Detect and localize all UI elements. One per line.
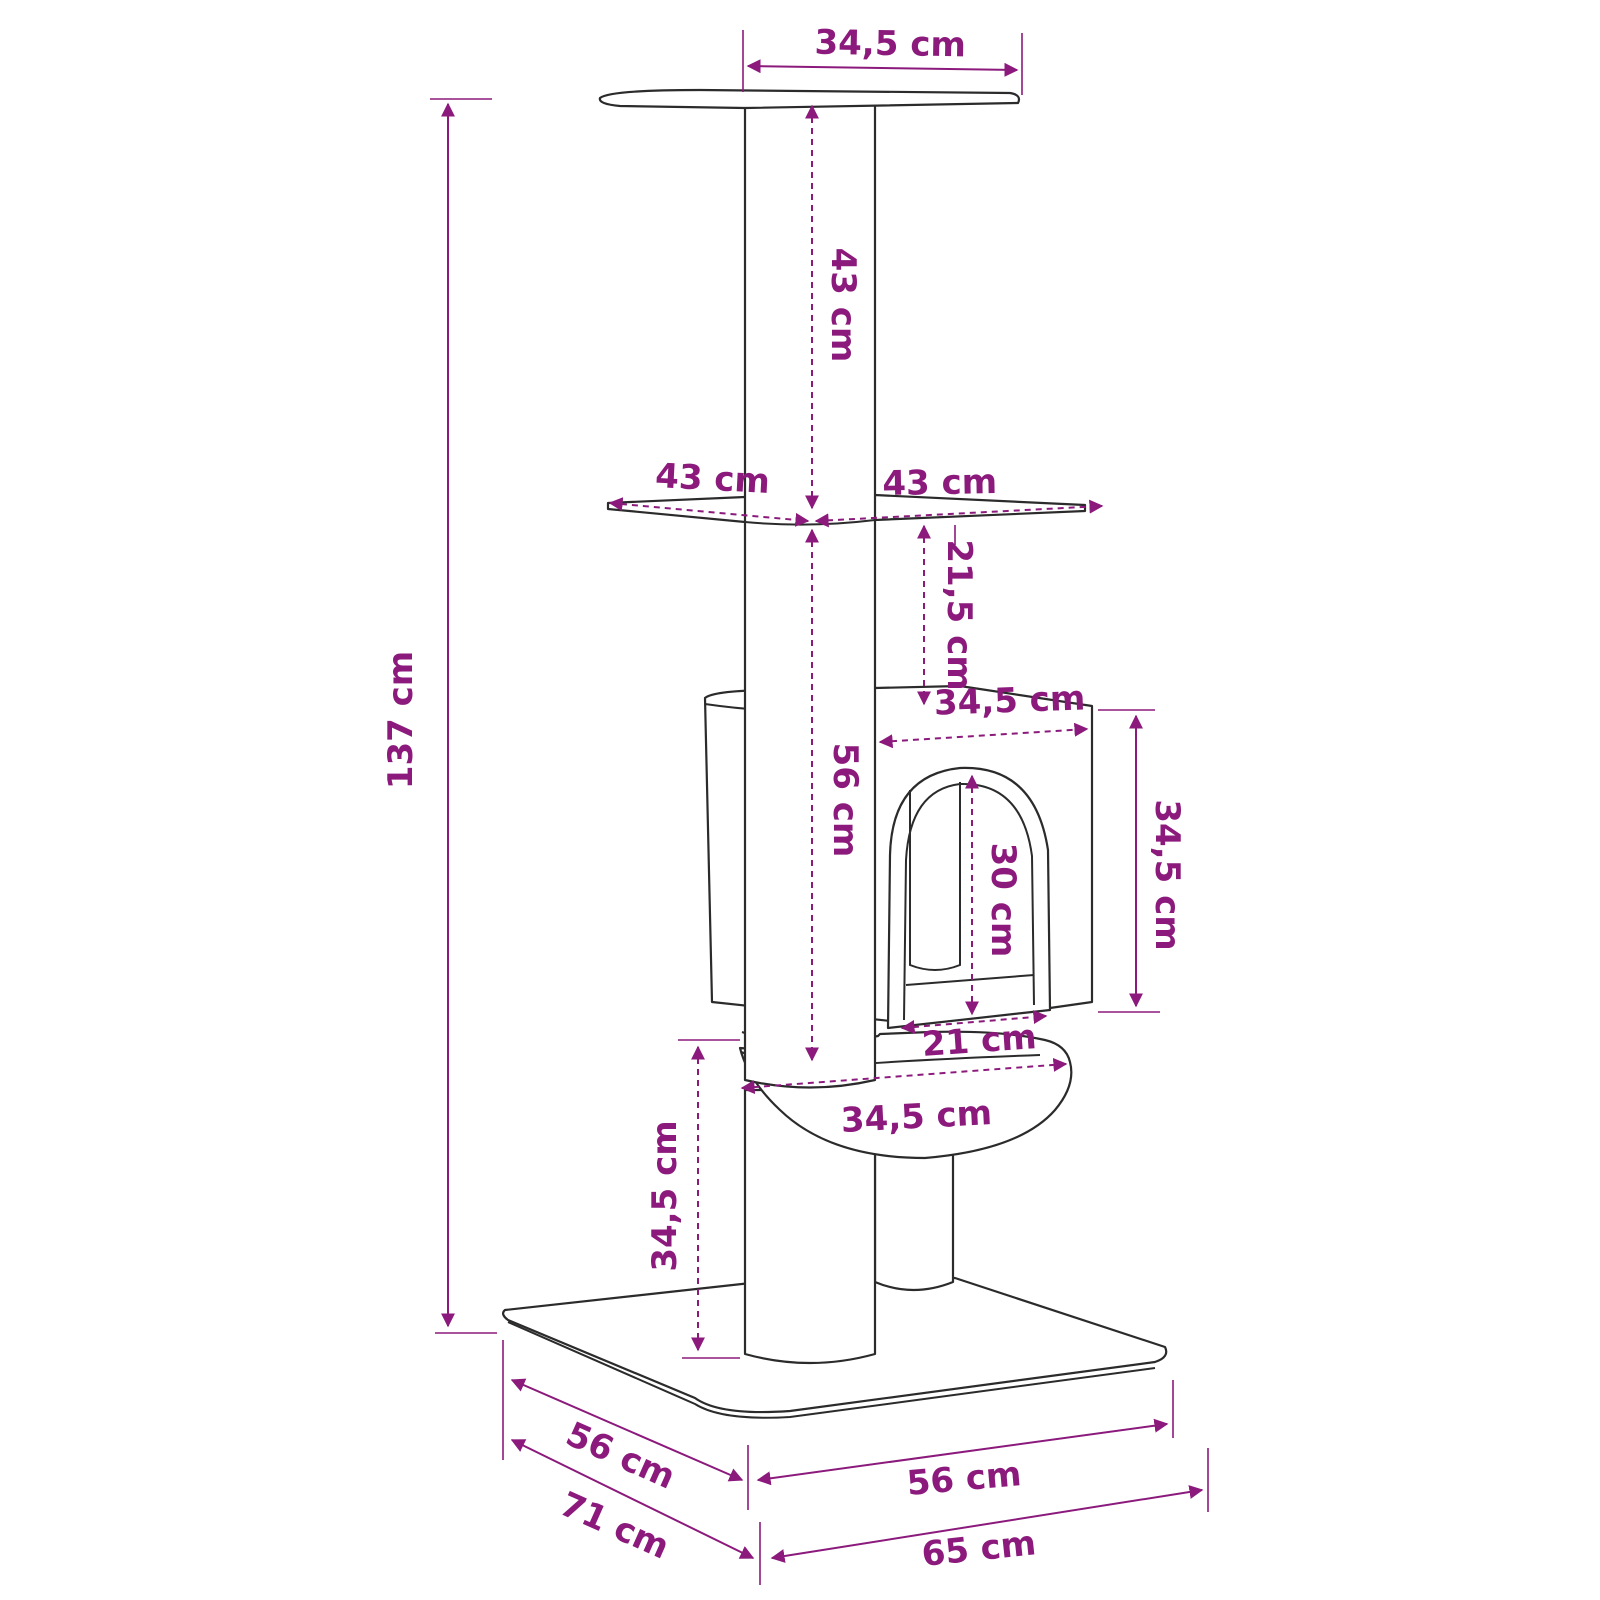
dim-overall-width-line: [770, 1485, 1204, 1563]
label-opening-height: 30 cm: [983, 843, 1023, 958]
label-main-post-height: 56 cm: [825, 743, 865, 858]
dim-condo-width-line: [878, 722, 1089, 749]
dim-top-platform-width-line: [746, 59, 1019, 77]
label-basket-height: 34,5 cm: [645, 1120, 685, 1271]
label-middle-platform-left: 43 cm: [654, 456, 771, 502]
label-opening-width: 21 cm: [921, 1017, 1038, 1065]
condo-inner-post: [909, 782, 961, 971]
dim-middle-left-line: [608, 497, 810, 527]
label-base-width: 56 cm: [905, 1454, 1023, 1504]
rear-post: [873, 1138, 955, 1292]
dim-opening-width-line: [900, 1010, 1048, 1034]
label-middle-platform-right: 43 cm: [882, 462, 997, 504]
label-basket-width: 34,5 cm: [840, 1093, 993, 1141]
label-condo-height: 34,5 cm: [1147, 799, 1187, 950]
label-overall-depth: 71 cm: [554, 1484, 675, 1567]
label-condo-width: 34,5 cm: [933, 678, 1086, 723]
condo-opening: [886, 766, 1052, 1030]
dim-base-width-line: [756, 1418, 1169, 1486]
label-total-height: 137 cm: [381, 651, 421, 789]
dimension-labels: 34,5 cm 137 cm 43 cm 43 cm 43 cm 21,5 cm…: [381, 23, 1187, 1575]
label-top-platform-width: 34,5 cm: [814, 23, 966, 66]
top-platform: [598, 88, 1021, 110]
dim-overall-depth-line: [510, 1439, 755, 1559]
dim-middle-right-line: [814, 499, 1104, 528]
dimension-lines: [430, 30, 1209, 1585]
main-post-lower: [743, 1088, 877, 1365]
label-upper-post-height: 43 cm: [823, 248, 863, 363]
label-gap-height: 21,5 cm: [939, 539, 979, 690]
